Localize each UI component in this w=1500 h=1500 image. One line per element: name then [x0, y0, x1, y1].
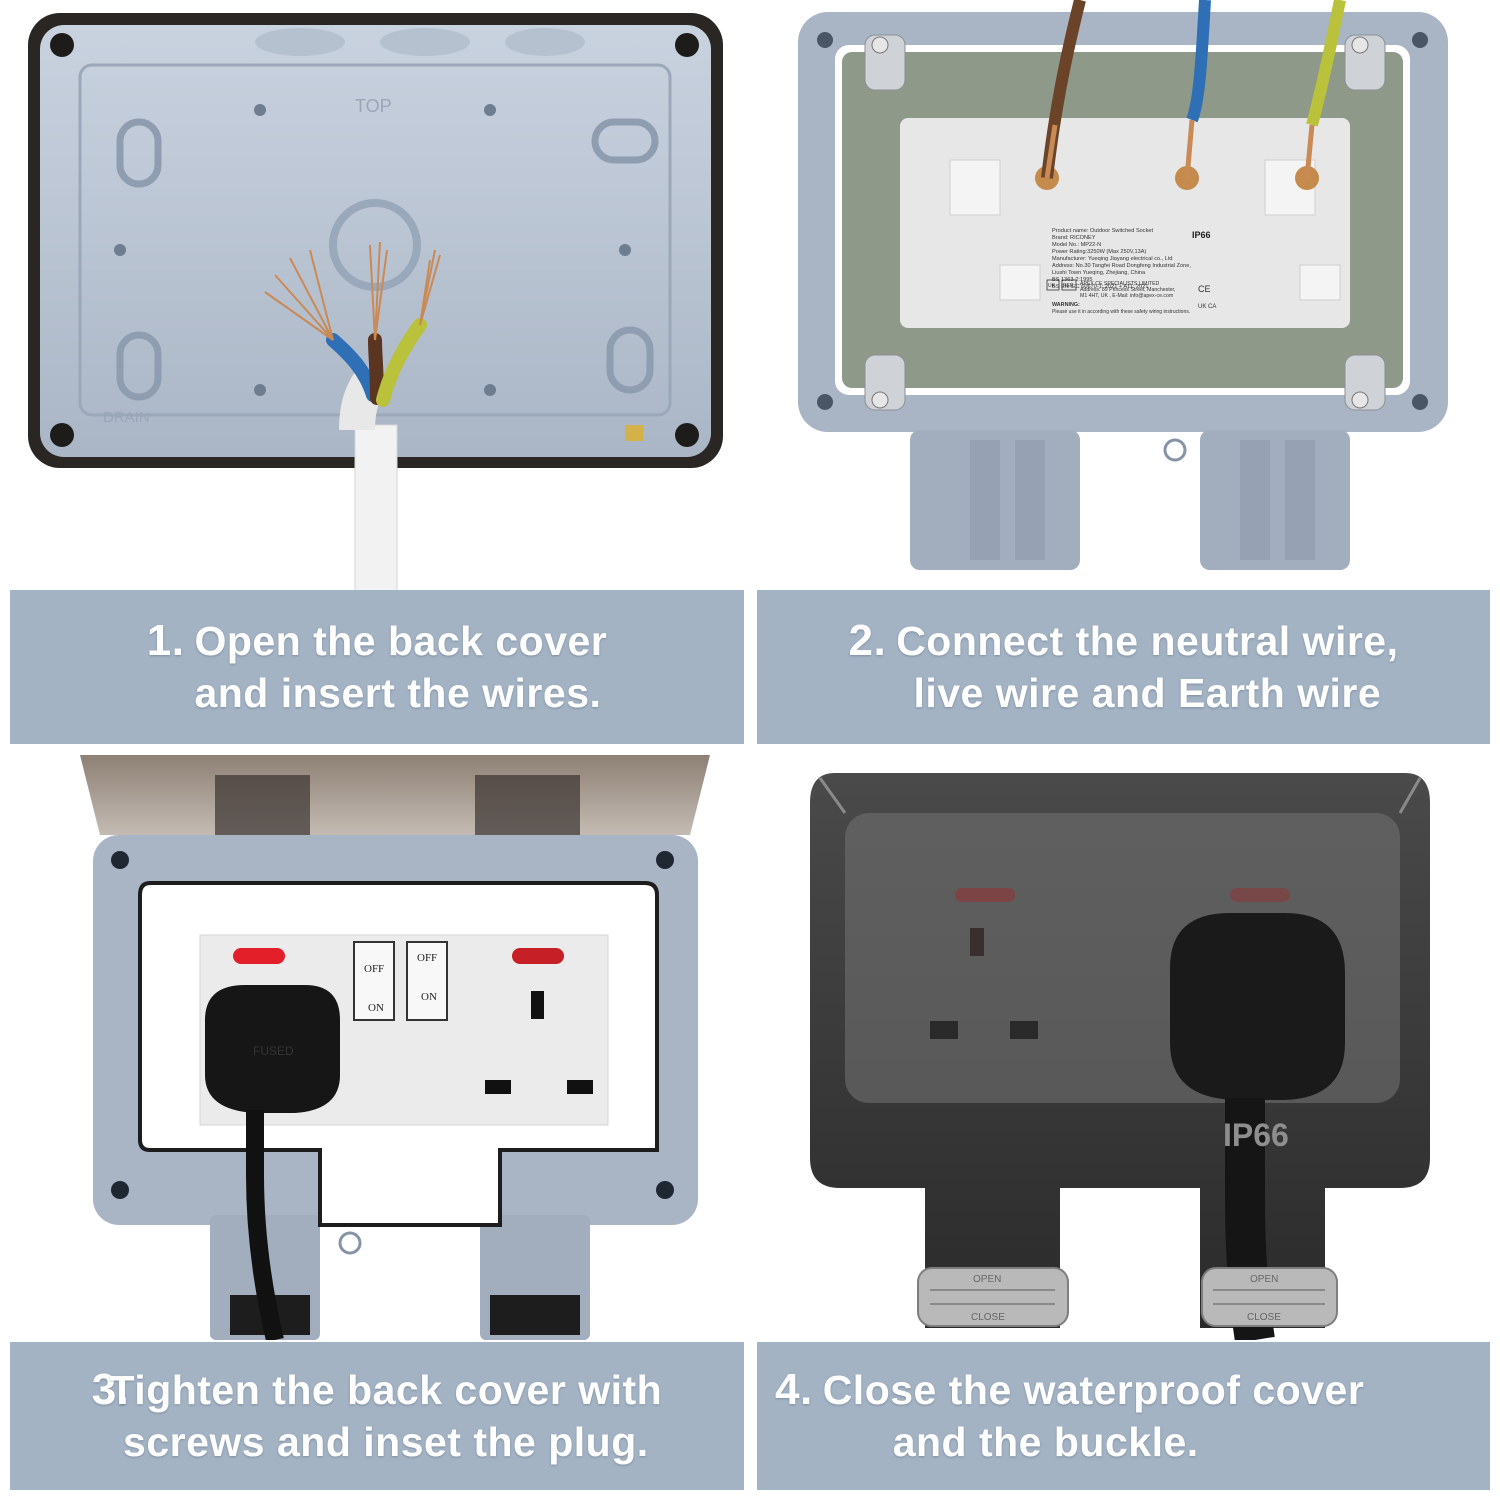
step-1-caption: 1. Open the back cover and insert the wi…: [10, 590, 744, 744]
plug: [1170, 913, 1345, 1100]
label-line: Product name: Outdoor Switched Socket: [1052, 228, 1153, 234]
switch-on-label: ON: [368, 1002, 384, 1014]
label-line: Power Rating:3250W (Max 250V,13A): [1052, 249, 1146, 255]
rep-line: APEX CE SPECIALISTS LIMITED: [1080, 281, 1160, 287]
step-text-line: Close the waterproof cover: [822, 1367, 1365, 1413]
screw-hole: [675, 423, 699, 447]
rep-line: M1 4HT, UK , E-Mail: info@apex-ce.com: [1080, 293, 1173, 299]
warning-title: WARNING:: [1052, 302, 1080, 308]
pin-slot: [485, 1080, 511, 1094]
buckle-close-label: CLOSE: [1247, 1312, 1281, 1323]
ip66-rating-label: IP66: [1192, 230, 1211, 240]
label-line: BS EN IEC 60670-1: 2021 + A11: 2021: [1052, 284, 1148, 290]
photo-step-4-cover-closed: IP66 OPEN CLOSE OPEN CLOSE: [805, 768, 1440, 1340]
lower-lug-right: [1200, 430, 1350, 570]
step-3-caption: 3. Tighten the back cover with screws an…: [10, 1342, 744, 1490]
plug-inserted-illustration: OFF ON OFF ON FUSED: [80, 755, 710, 1340]
rep-tag: REP: [1063, 283, 1074, 289]
step-number: 2.: [848, 616, 887, 665]
back-box-illustration: TOP DRAIN: [28, 13, 723, 590]
ip66-rating-label: IP66: [1223, 1117, 1289, 1153]
step-number: 4.: [775, 1365, 813, 1414]
box-interior: [40, 25, 711, 457]
pin-slot: [567, 1080, 593, 1094]
buckle-open-label: OPEN: [973, 1274, 1001, 1285]
uk-tag: UK: [1048, 283, 1056, 289]
ukca-mark: UK CA: [1198, 304, 1216, 310]
rep-line: Address: 89 Princess Street, Manchester,: [1080, 287, 1175, 293]
step-text-line: Tighten the back cover with: [109, 1367, 663, 1413]
open-lid: [80, 755, 710, 835]
step-number: 1.: [146, 616, 185, 665]
photo-step-2-wiring: Product name: Outdoor Switched Socket Br…: [790, 0, 1455, 585]
step-text-line: screws and inset the plug.: [123, 1419, 649, 1465]
label-line: Address: No.30 Tangfei Road Dongfeng Ind…: [1052, 263, 1191, 269]
step-text-line: and insert the wires.: [194, 670, 602, 716]
buckle-left[interactable]: OPEN CLOSE: [917, 1267, 1069, 1327]
step-4-caption: 4. Close the waterproof cover and the bu…: [757, 1342, 1490, 1490]
product-label: Product name: Outdoor Switched Socket Br…: [1046, 228, 1216, 315]
switch-off-label: OFF: [364, 963, 384, 975]
label-line: Model No.: MP22-N: [1052, 242, 1101, 248]
neon-indicator-left: [233, 948, 285, 964]
cover-closed-illustration: IP66 OPEN CLOSE OPEN CLOSE: [810, 773, 1430, 1340]
switch-left[interactable]: OFF ON: [353, 941, 395, 1021]
screw-hole: [675, 33, 699, 57]
neon-indicator-right: [512, 948, 564, 964]
switch-on-label: ON: [421, 991, 437, 1003]
warning-text: Please use it in according with these sa…: [1052, 309, 1190, 315]
earth-pin-slot: [531, 991, 544, 1019]
step-number: 3.: [91, 1365, 130, 1414]
step-text-line: and the buckle.: [892, 1419, 1199, 1465]
buckle-open-label: OPEN: [1250, 1274, 1278, 1285]
photo-step-1-back-box: TOP DRAIN: [25, 10, 730, 590]
plug[interactable]: [205, 985, 340, 1113]
earth-wire: [376, 318, 427, 407]
switch-right[interactable]: OFF ON: [406, 941, 448, 1021]
step-text-line: live wire and Earth wire: [913, 670, 1382, 716]
step-text-line: Connect the neutral wire,: [896, 618, 1399, 664]
plug-cable: [246, 1110, 284, 1340]
cable-sheath: [354, 424, 398, 590]
screw-hole: [50, 423, 74, 447]
label-line: Liushi Town Yueqing, Zhejiang, China: [1052, 270, 1146, 276]
photo-step-3-plug-inserted: OFF ON OFF ON FUSED: [75, 755, 715, 1340]
switch-off-label: OFF: [417, 952, 437, 964]
step-text-line: Open the back cover: [194, 618, 608, 664]
earth-wire: [1306, 0, 1346, 127]
screw-hole: [50, 33, 74, 57]
step-2-caption: 2. Connect the neutral wire, live wire a…: [757, 590, 1490, 744]
live-wire: [368, 333, 384, 405]
buckle-right[interactable]: OPEN CLOSE: [1201, 1267, 1338, 1327]
label-line: Brand: RICONEY: [1052, 235, 1096, 241]
wiring-illustration: Product name: Outdoor Switched Socket Br…: [798, 0, 1448, 570]
plug-fused-text: FUSED: [253, 1044, 294, 1058]
top-mark: TOP: [355, 96, 392, 116]
buckle-close-label: CLOSE: [971, 1312, 1005, 1323]
drain-mark: DRAIN: [103, 409, 150, 426]
ce-mark: CE: [1198, 284, 1211, 294]
label-line: Manufacturer: Yueqing Jiayang electrical…: [1052, 256, 1173, 262]
neutral-wire: [1186, 0, 1211, 123]
